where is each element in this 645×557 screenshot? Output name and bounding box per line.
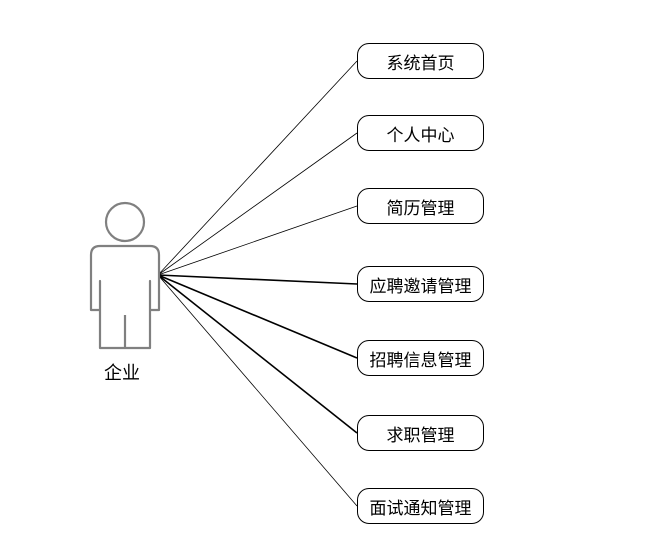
- association-line-5: [157, 274, 358, 359]
- association-lines: [157, 60, 358, 507]
- actor-head: [104, 201, 146, 243]
- association-line-2: [157, 132, 358, 276]
- usecase-resume-management: 简历管理: [357, 188, 484, 224]
- usecase-label: 个人中心: [386, 125, 455, 146]
- association-line-7: [157, 274, 358, 507]
- association-line-3: [157, 205, 358, 276]
- actor-body: [89, 244, 161, 350]
- usecase-recruitment-info-management: 招聘信息管理: [357, 340, 484, 376]
- association-line-4: [157, 274, 358, 285]
- usecase-interview-notice-management: 面试通知管理: [357, 488, 484, 524]
- usecase-label: 面试通知管理: [369, 498, 472, 519]
- actor-label: 企业: [104, 363, 140, 384]
- association-line-6: [157, 274, 358, 434]
- actor-figure: [89, 201, 161, 350]
- usecase-application-invitation-management: 应聘邀请管理: [357, 266, 484, 302]
- usecase-system-home: 系统首页: [357, 43, 484, 79]
- usecase-personal-center: 个人中心: [357, 115, 484, 151]
- usecase-label: 简历管理: [386, 198, 455, 219]
- usecase-label: 招聘信息管理: [369, 350, 472, 371]
- association-line-1: [157, 60, 358, 276]
- usecase-label: 应聘邀请管理: [369, 276, 472, 297]
- usecase-label: 系统首页: [386, 53, 455, 74]
- usecase-label: 求职管理: [386, 425, 455, 446]
- usecase-job-seeking-management: 求职管理: [357, 415, 484, 451]
